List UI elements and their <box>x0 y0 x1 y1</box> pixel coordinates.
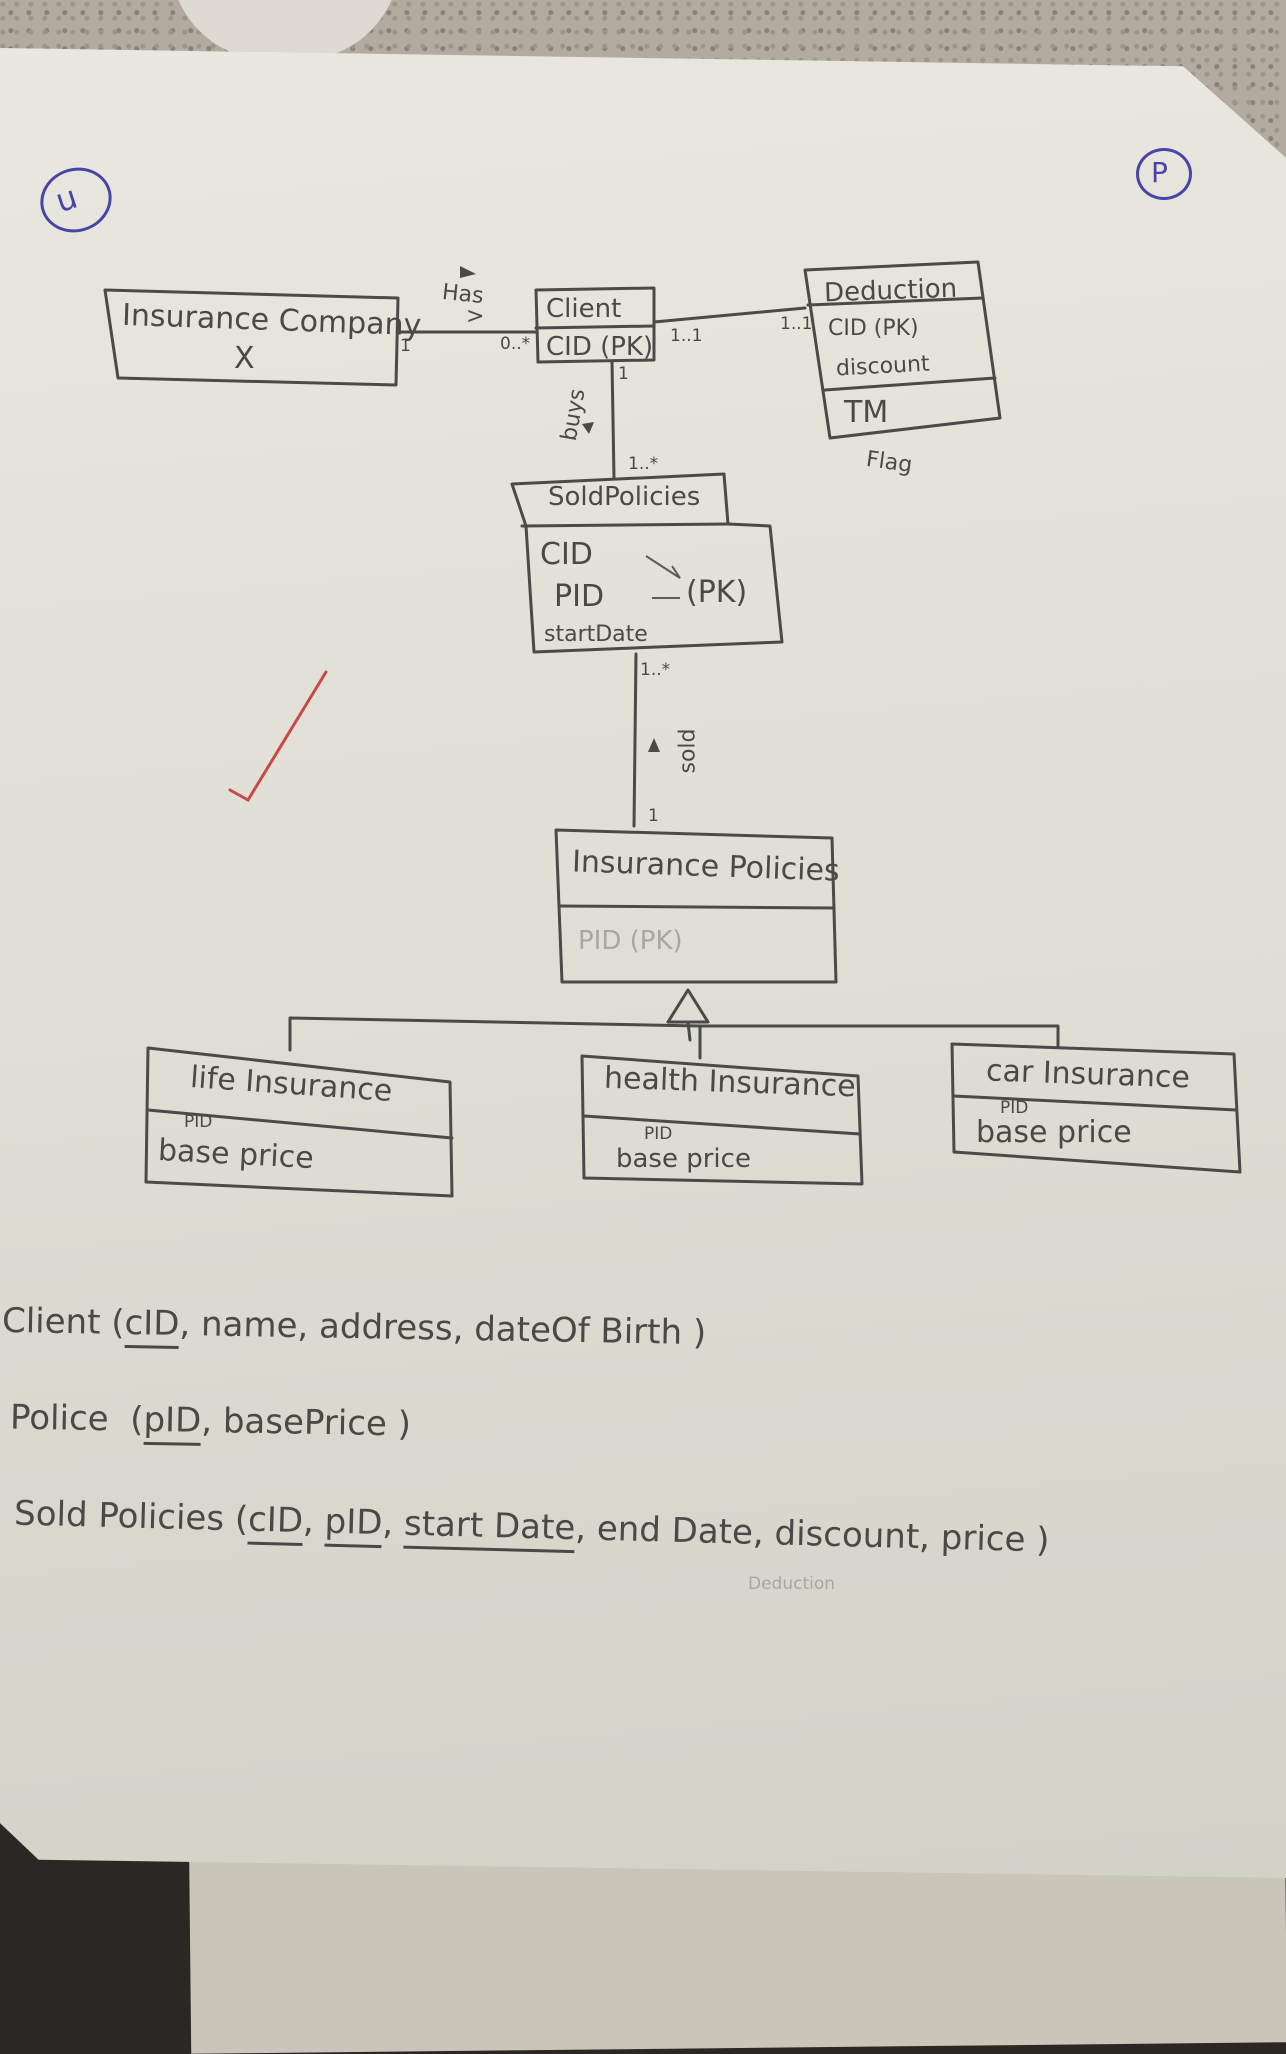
sold-bottom-multiplicity: 1 <box>648 806 659 826</box>
insurance-company-attr: X <box>234 341 255 376</box>
car-insurance-divider <box>952 1094 1238 1112</box>
insurance-policies-attr: PID (PK) <box>578 926 683 956</box>
schema-client-open-paren: ( <box>110 1302 125 1343</box>
has-arrow-symbol: > <box>466 304 485 329</box>
schema-client-field-address: address <box>318 1306 454 1349</box>
life-insurance-attr-pid: PID <box>184 1112 213 1132</box>
schema-police-open-paren: ( <box>129 1399 144 1440</box>
insurance-policies-divider <box>558 904 836 910</box>
health-insurance-attr-pid: PID <box>644 1124 673 1144</box>
schema-client-field-dob: dateOf Birth <box>473 1309 683 1353</box>
client-box <box>534 286 656 364</box>
car-insurance-name: car Insurance <box>985 1053 1191 1096</box>
check-mark-icon <box>228 670 328 803</box>
sold-direction-arrow-icon <box>648 738 660 752</box>
deduction-attr-tm: TM <box>844 395 889 430</box>
insurance-policies-name: Insurance Policies <box>571 844 841 889</box>
client-deduction-right-mult: 1..1 <box>780 314 813 334</box>
sold-policies-name: SoldPolicies <box>548 482 701 512</box>
deduction-divider-1 <box>806 296 985 307</box>
buys-top-multiplicity: 1 <box>618 364 629 384</box>
life-insurance-attr-baseprice: base price <box>157 1132 315 1177</box>
sold-policies-pk: (PK) <box>686 575 748 610</box>
schema-soldpolicies-key-cid: cID <box>247 1499 304 1547</box>
sold-policies-attr-startdate: startDate <box>544 622 648 647</box>
life-insurance-box <box>144 1046 454 1198</box>
has-right-multiplicity: 0..* <box>500 334 531 354</box>
buys-bottom-multiplicity: 1..* <box>628 454 659 474</box>
client-attr: CID (PK) <box>546 332 654 362</box>
sold-policies-attr-pid: PID <box>554 579 605 614</box>
insurance-company-box <box>103 288 400 387</box>
deduction-box <box>803 260 1002 440</box>
deduction-divider-2 <box>823 376 997 392</box>
deduction-attr-discount: discount <box>835 351 931 382</box>
client-divider <box>534 324 656 330</box>
schema-client-table: Client <box>1 1300 101 1343</box>
client-name: Client <box>546 294 622 324</box>
deduction-name: Deduction <box>823 273 958 309</box>
paper-sheet: u P <box>0 48 1286 1878</box>
generalization-triangle-icon <box>666 988 710 1024</box>
car-insurance-box <box>950 1042 1242 1174</box>
car-insurance-attr-pid: PID <box>1000 1098 1029 1118</box>
sold-policies-divider <box>520 522 732 528</box>
health-insurance-divider <box>582 1114 862 1136</box>
schema-police-table: Police <box>9 1397 109 1440</box>
schema-soldpolicies-field-enddate: end Date <box>596 1508 754 1553</box>
schema-soldpolicies-open-paren: ( <box>234 1499 249 1540</box>
sold-top-multiplicity: 1..* <box>640 660 671 680</box>
schema-client-close-paren: ) <box>692 1312 707 1354</box>
schema-police-key-pid: pID <box>143 1399 202 1446</box>
schema-soldpolicies-field-price: price <box>940 1517 1026 1560</box>
client-deduction-left-mult: 1..1 <box>670 326 703 346</box>
sold-association-line <box>632 652 638 828</box>
corner-circle-mark: P <box>1136 148 1192 200</box>
buys-direction-arrow-icon <box>582 422 594 434</box>
has-left-multiplicity: 1 <box>400 336 411 356</box>
health-insurance-attr-baseprice: base price <box>616 1144 751 1174</box>
schema-soldpolicies-field-discount: discount <box>774 1513 920 1558</box>
client-deduction-line <box>652 306 807 324</box>
schema-police-row: Police (pID, basePrice ) <box>9 1397 412 1446</box>
buys-association-line <box>610 360 616 480</box>
sold-policies-box <box>510 472 784 654</box>
deduction-attr-cid: CID (PK) <box>828 316 919 341</box>
schema-police-close-paren: ) <box>397 1404 412 1445</box>
sold-label: sold <box>675 728 701 774</box>
has-direction-arrow-icon <box>460 266 476 278</box>
schema-client-key-cid: cID <box>124 1302 180 1349</box>
car-insurance-attr-baseprice: base price <box>976 1115 1132 1150</box>
pk-arrow-cid-icon <box>645 555 681 579</box>
corner-mark-text: P <box>1151 156 1168 189</box>
life-insurance-divider <box>146 1108 454 1140</box>
schema-soldpolicies-close-paren: ) <box>1035 1520 1051 1561</box>
schema-police-field-baseprice: basePrice <box>222 1401 388 1445</box>
schema-soldpolicies-key-startdate: start Date <box>403 1503 576 1554</box>
schema-faint-note: Deduction <box>748 1574 836 1594</box>
sold-policies-attr-cid: CID <box>540 537 593 572</box>
health-insurance-box <box>580 1054 864 1186</box>
schema-soldpolicies-table: Sold Policies <box>13 1493 225 1539</box>
schema-soldpolicies-key-pid: pID <box>324 1501 383 1549</box>
insurance-policies-box <box>554 828 838 984</box>
health-insurance-name: health Insurance <box>603 1060 857 1105</box>
schema-client-field-name: name <box>200 1304 298 1347</box>
